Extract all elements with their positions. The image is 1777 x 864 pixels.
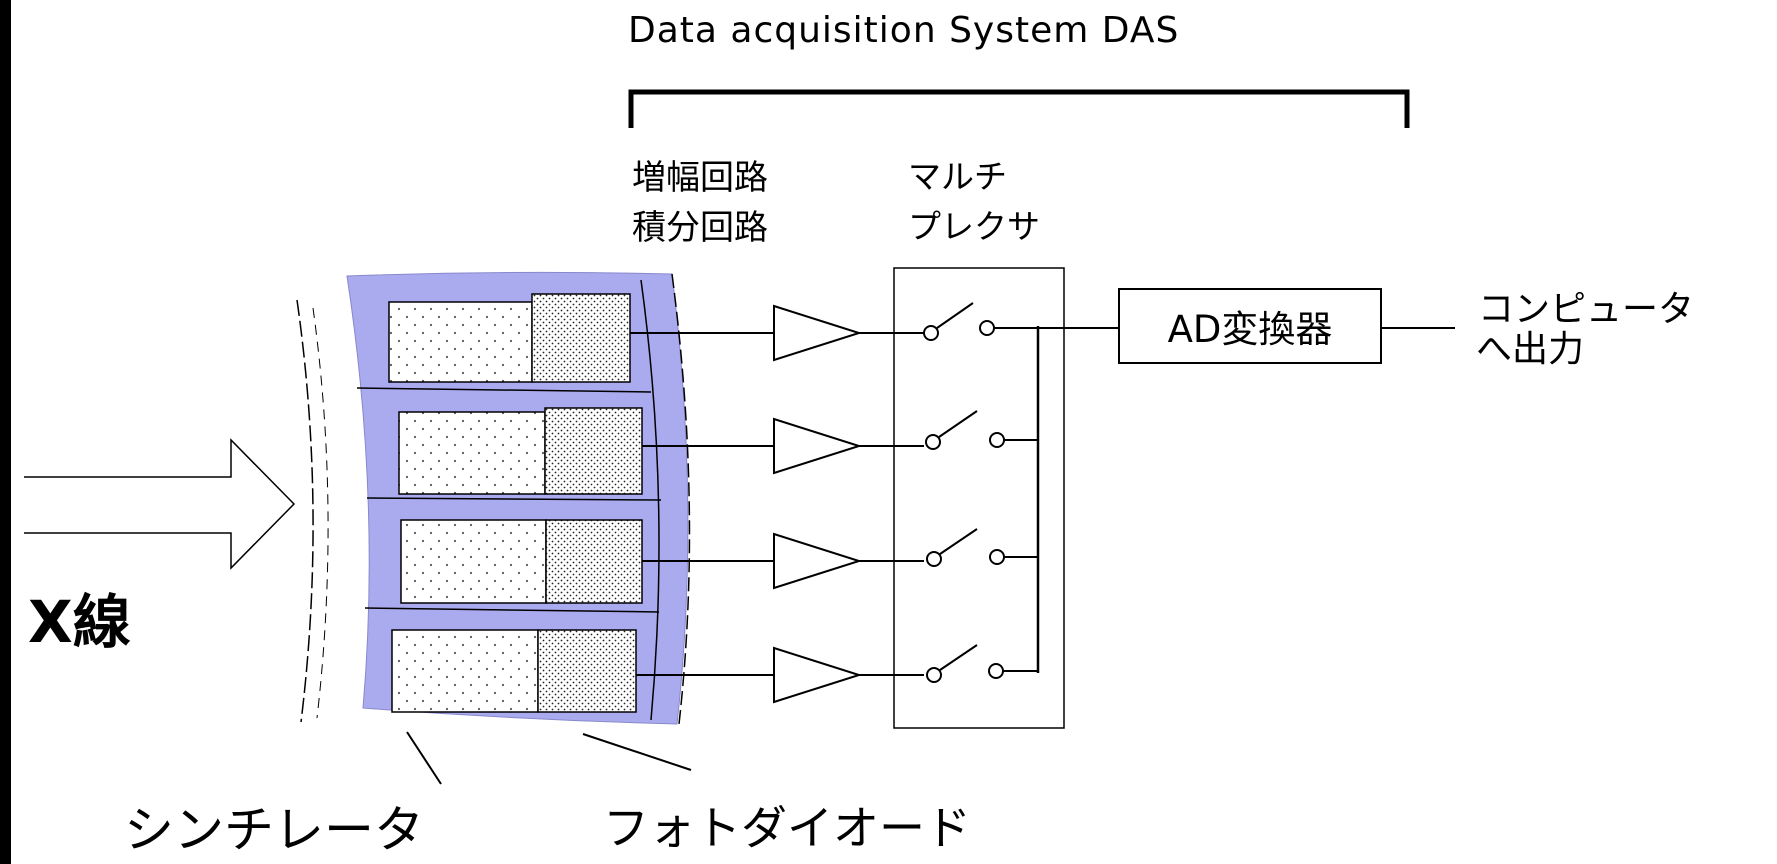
scintillator-cell: [391, 629, 539, 713]
xray-label: X線: [28, 588, 131, 656]
collimator-arc-outer: [296, 299, 314, 723]
scintillator-cell: [400, 519, 547, 604]
output-label-line2: へ出力: [1476, 329, 1585, 370]
multiplexer-label-line1: マルチ: [908, 157, 1007, 196]
das-bracket: [628, 89, 1410, 128]
amplifier-triangle: [773, 417, 863, 475]
switch: [926, 644, 1004, 683]
detector-outer-arc: [671, 273, 691, 725]
diagram-canvas: Data acquisition System DAS 増幅回路 積分回路 マル…: [11, 0, 1777, 864]
photodiode-leader: [582, 733, 692, 771]
scintillator-label: シンチレータ: [124, 801, 424, 859]
module-separator: [366, 497, 662, 501]
output-label-line1: コンピュータ: [1478, 289, 1695, 330]
photodiode-cell: [544, 407, 643, 495]
photodiode-cell: [537, 629, 637, 713]
scintillator-leader: [406, 731, 442, 785]
photodiode-label: フォトダイオード: [603, 801, 971, 855]
amplifier-label-line1: 増幅回路: [632, 158, 768, 198]
amplifier-triangle: [773, 646, 863, 704]
scintillator-cell: [388, 301, 533, 383]
module-separator: [356, 387, 652, 393]
multiplexer-box: [893, 267, 1065, 729]
adc-box: AD変換器: [1118, 288, 1382, 364]
collimator-arc-inner: [312, 307, 329, 719]
scintillator-cell: [398, 411, 546, 495]
switch: [923, 302, 995, 341]
das-title: Data acquisition System DAS: [628, 10, 1180, 51]
adc-label: AD変換器: [1167, 308, 1333, 351]
amplifier-triangle: [773, 532, 863, 590]
module-separator: [364, 607, 660, 613]
photodiode-cell: [531, 293, 631, 383]
multiplexer-label-line2: プレクサ: [908, 207, 1040, 246]
ct-das-diagram: [24, 89, 1455, 785]
xray-arrow: [24, 438, 296, 570]
photodiode-cell: [545, 519, 643, 604]
switch: [926, 528, 1005, 567]
amplifier-triangle: [773, 304, 863, 362]
amplifier-label-line2: 積分回路: [632, 208, 768, 248]
switch: [925, 410, 1005, 450]
